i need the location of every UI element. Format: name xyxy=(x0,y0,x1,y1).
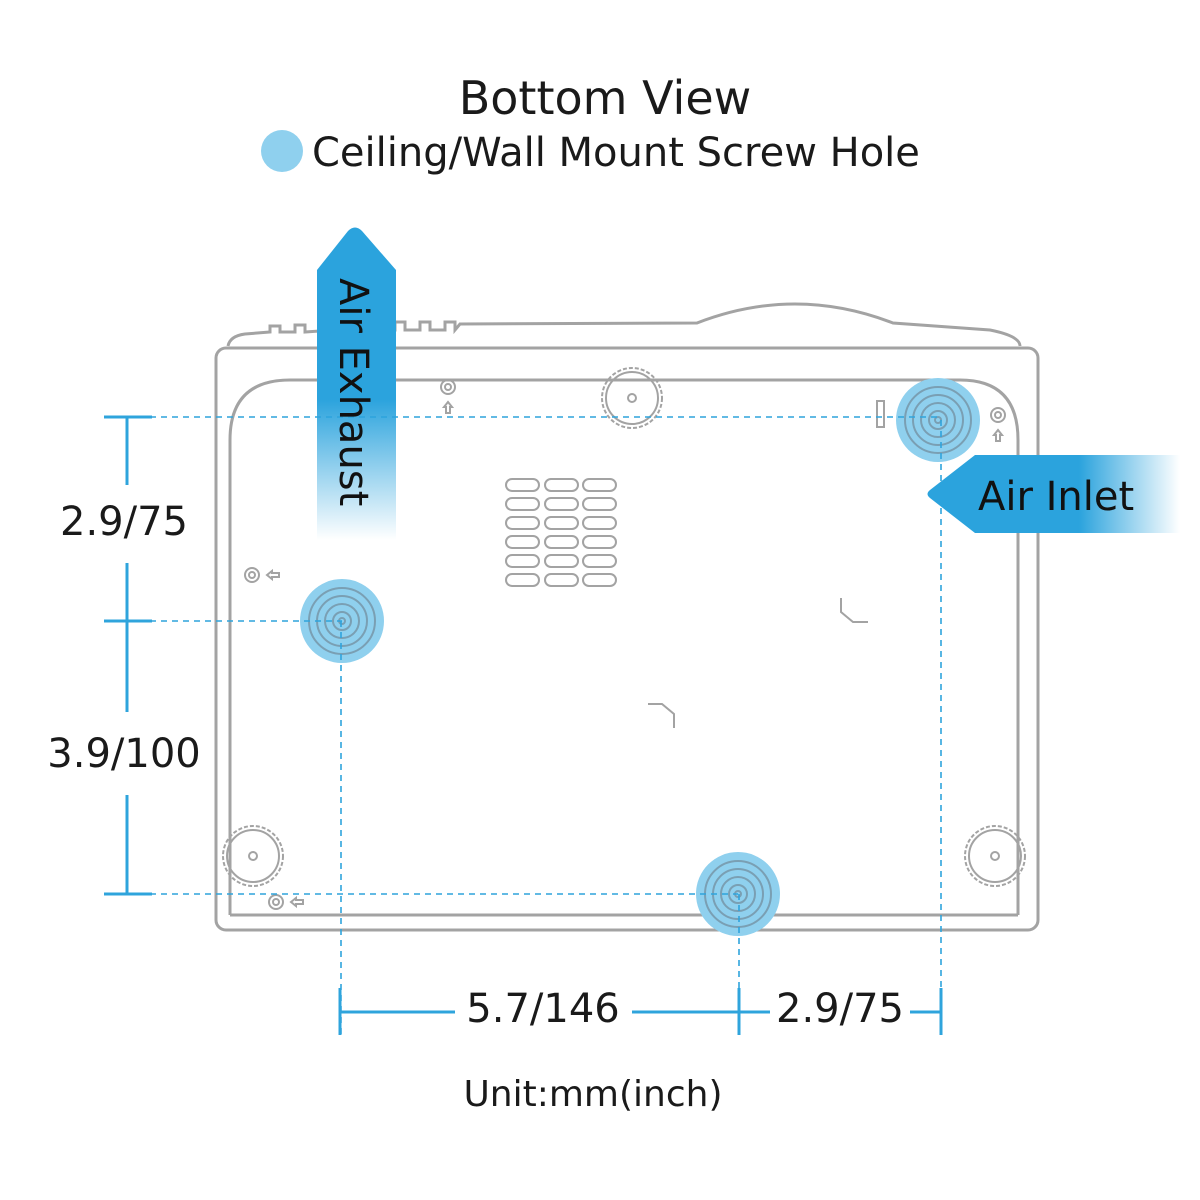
horizontal-dimension xyxy=(338,988,943,1035)
air-inlet-label: Air Inlet xyxy=(978,474,1134,520)
vent-grille xyxy=(505,478,617,587)
air-inlet-arrow: Air Inlet xyxy=(927,455,1180,533)
corner-mark xyxy=(648,703,675,728)
adjustable-foot-icon xyxy=(222,825,284,887)
legend-screw-hole-swatch xyxy=(261,130,303,172)
page-title: Bottom View xyxy=(459,71,752,125)
dimension-label-horizontal-left: 5.7/146 xyxy=(466,986,619,1032)
dimension-label-vertical-bottom: 3.9/100 xyxy=(47,731,200,777)
small-screw-icon xyxy=(244,379,1006,910)
legend-label: Ceiling/Wall Mount Screw Hole xyxy=(312,130,920,176)
air-exhaust-label: Air Exhaust xyxy=(330,278,376,506)
adjustable-foot-icon xyxy=(601,367,663,429)
slot-mark xyxy=(876,400,885,428)
corner-mark xyxy=(840,598,868,623)
vertical-dimension xyxy=(104,415,152,896)
adjustable-foot-icon xyxy=(964,825,1026,887)
air-exhaust-arrow: Air Exhaust xyxy=(317,227,396,540)
dimension-label-horizontal-right: 2.9/75 xyxy=(776,986,904,1032)
unit-label: Unit:mm(inch) xyxy=(463,1074,722,1115)
dimension-label-vertical-top: 2.9/75 xyxy=(60,499,188,545)
mount-screw-hole xyxy=(895,377,981,463)
dimension-guides xyxy=(150,416,942,1035)
projector-body xyxy=(214,302,1040,932)
